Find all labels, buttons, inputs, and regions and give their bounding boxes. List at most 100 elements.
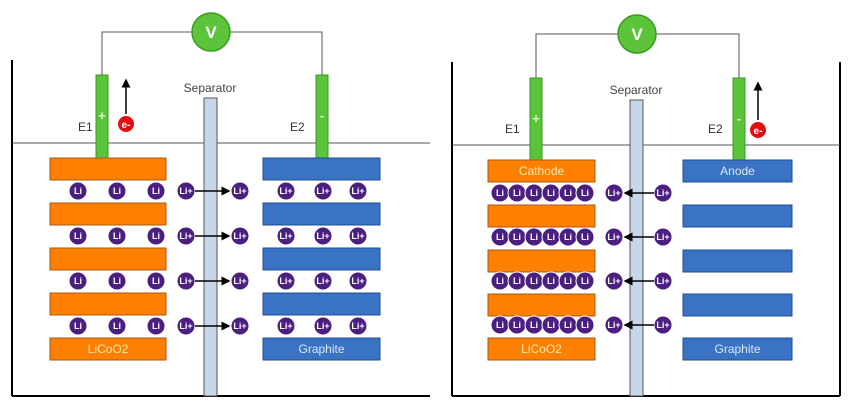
e2-label: E2 <box>708 122 723 136</box>
cathode-label: Cathode <box>519 164 565 178</box>
anode-layer <box>682 159 793 183</box>
lithium-atom-label: Li <box>564 276 572 286</box>
cathode-layer <box>49 337 167 361</box>
lithium-atom-label: Li <box>530 276 538 286</box>
lithium-atom-label: Li <box>530 232 538 242</box>
lithium-atom-icon <box>575 183 595 203</box>
voltmeter-icon <box>191 12 231 52</box>
lithium-ion-label: Li+ <box>607 232 620 242</box>
electron-label: e- <box>122 120 131 131</box>
lithium-atom-label: Li <box>513 188 521 198</box>
lithium-ion-icon <box>230 316 250 336</box>
lithium-atom-icon <box>107 181 127 201</box>
lithium-atom-icon <box>68 226 88 246</box>
separator <box>203 97 218 397</box>
lithium-atom-label: Li <box>513 232 521 242</box>
anode-layer <box>682 337 793 361</box>
lithium-atom-icon <box>68 316 88 336</box>
lithium-atom-label: Li <box>496 232 504 242</box>
lithium-ion-label: Li+ <box>656 188 669 198</box>
lithium-atom-label: Li <box>74 186 82 196</box>
voltmeter-label: V <box>205 23 217 42</box>
cathode-layer <box>487 204 596 228</box>
anode-layer <box>262 292 381 316</box>
graphite-label: Graphite <box>298 342 344 356</box>
lithium-ion-label: Li+ <box>656 232 669 242</box>
lithium-ion-label: Li+ <box>351 231 364 241</box>
lithium-atom-label: Li <box>564 320 572 330</box>
lithium-atom-label: Li <box>152 231 160 241</box>
cathode-layer <box>487 159 596 183</box>
lithium-atom-label: Li <box>513 276 521 286</box>
lithium-ion-label: Li+ <box>279 231 292 241</box>
lithium-ion-label: Li+ <box>607 276 620 286</box>
lithium-atom-label: Li <box>152 186 160 196</box>
e1-label: E1 <box>78 120 93 134</box>
lithium-atom-icon <box>146 181 166 201</box>
lithium-ion-icon <box>276 271 296 291</box>
lithium-atom-icon <box>107 226 127 246</box>
anode-layer <box>682 204 793 228</box>
lithium-atom-label: Li <box>152 321 160 331</box>
licoo2-label: LiCoO2 <box>88 342 129 356</box>
lithium-ion-icon <box>604 271 624 291</box>
anode-layer <box>262 337 381 361</box>
lithium-atom-label: Li <box>581 320 589 330</box>
lithium-ion-icon <box>276 181 296 201</box>
separator <box>629 99 644 397</box>
anode-label: Anode <box>720 164 755 178</box>
separator-label: Separator <box>184 81 237 95</box>
lithium-ion-icon <box>604 315 624 335</box>
lithium-atom-icon <box>146 271 166 291</box>
lithium-atom-label: Li <box>113 321 121 331</box>
lithium-ion-label: Li+ <box>179 231 192 241</box>
e2-label: E2 <box>290 120 305 134</box>
lithium-atom-icon <box>575 271 595 291</box>
cathode-layer <box>49 247 167 271</box>
cathode-layer <box>49 157 167 181</box>
graphite-label: Graphite <box>714 342 760 356</box>
lithium-ion-label: Li+ <box>656 276 669 286</box>
lithium-ion-icon <box>230 271 250 291</box>
lithium-ion-label: Li+ <box>179 321 192 331</box>
lithium-ion-icon <box>313 316 333 336</box>
lithium-ion-label: Li+ <box>351 276 364 286</box>
licoo2-label: LiCoO2 <box>521 342 562 356</box>
cathode-layer <box>49 202 167 226</box>
cathode-layer <box>487 249 596 273</box>
anode-layer <box>682 249 793 273</box>
lithium-ion-label: Li+ <box>279 186 292 196</box>
e1-label: E1 <box>505 122 520 136</box>
lithium-ion-icon <box>276 226 296 246</box>
voltmeter-label: V <box>631 25 643 44</box>
lithium-atom-label: Li <box>547 276 555 286</box>
lithium-atom-icon <box>107 316 127 336</box>
lithium-ion-icon <box>348 226 368 246</box>
lithium-atom-label: Li <box>74 231 82 241</box>
lithium-atom-icon <box>575 315 595 335</box>
lithium-ion-label: Li+ <box>607 188 620 198</box>
lithium-ion-icon <box>230 181 250 201</box>
minus-sign: - <box>737 111 741 126</box>
lithium-ion-label: Li+ <box>316 321 329 331</box>
lithium-ion-icon <box>313 271 333 291</box>
lithium-atom-icon <box>68 181 88 201</box>
cathode-layer <box>49 292 167 316</box>
cathode-layer <box>487 337 596 361</box>
lithium-atom-label: Li <box>547 188 555 198</box>
lithium-atom-label: Li <box>564 188 572 198</box>
cathode-layer <box>487 293 596 317</box>
lithium-atom-icon <box>68 271 88 291</box>
lithium-ion-label: Li+ <box>179 276 192 286</box>
lithium-ion-icon <box>313 181 333 201</box>
lithium-ion-icon <box>604 227 624 247</box>
anode-layer <box>262 157 381 181</box>
lithium-ion-icon <box>348 271 368 291</box>
lithium-atom-label: Li <box>547 320 555 330</box>
lithium-ion-icon <box>276 316 296 336</box>
lithium-atom-label: Li <box>113 186 121 196</box>
plus-sign: + <box>532 111 540 126</box>
lithium-atom-label: Li <box>74 276 82 286</box>
lithium-ion-icon <box>230 226 250 246</box>
